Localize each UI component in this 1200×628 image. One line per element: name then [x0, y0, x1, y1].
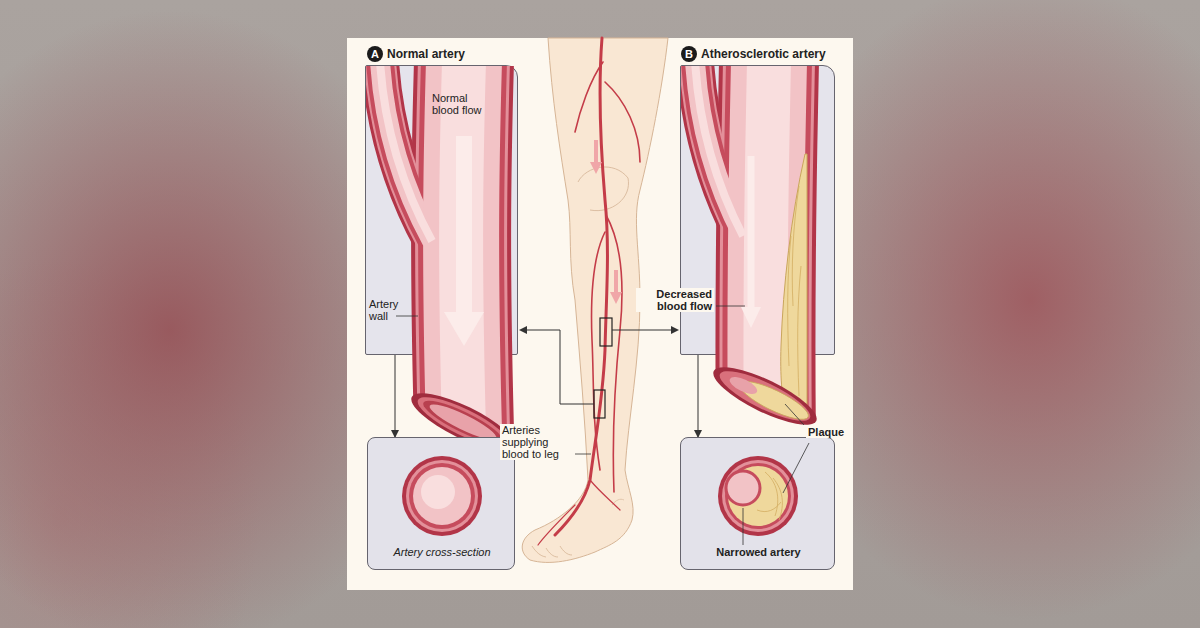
artery-layer	[695, 61, 743, 236]
illustration-part	[592, 232, 605, 470]
part-label: Plaque	[806, 426, 846, 438]
leader-line	[396, 316, 418, 317]
flow-arrow-head	[444, 312, 484, 346]
connector-arrow	[698, 355, 699, 437]
illustration-part	[402, 456, 482, 536]
panel-letter: A	[367, 46, 383, 62]
zoom-frame	[594, 390, 605, 418]
pointer-line	[612, 330, 673, 331]
artery-panel: Normal arteryNormal blood flowArtery wal…	[365, 65, 518, 355]
artery-end	[707, 357, 823, 436]
illustration-part	[605, 82, 640, 162]
illustration-part	[725, 463, 791, 529]
panel-title: Atherosclerotic artery	[701, 47, 826, 61]
zoom-frame	[600, 318, 612, 346]
leader-line	[716, 306, 745, 307]
part-label: Narrowed artery	[681, 546, 836, 558]
illustration-part	[695, 61, 807, 446]
illustration-part	[614, 270, 618, 294]
illustration-part	[575, 62, 603, 132]
flow-arrow-head	[741, 307, 761, 328]
illustration-part	[722, 460, 794, 532]
illustration-part	[590, 480, 620, 510]
pointer-head	[519, 326, 527, 334]
plaque-texture	[757, 472, 782, 520]
illustration-part	[606, 215, 622, 492]
caption-text: Artery cross-section	[368, 546, 516, 558]
pointer-head	[671, 326, 679, 334]
part-label: Arteries supplying blood to leg	[500, 424, 574, 460]
plaque-texture	[788, 186, 801, 396]
illustration-part	[726, 471, 760, 505]
pointer-line	[525, 330, 594, 404]
illustration-part	[555, 38, 607, 535]
plaque	[781, 154, 807, 426]
leader-line	[785, 404, 804, 425]
illustration-part	[707, 357, 823, 436]
badge-circle: B	[681, 46, 697, 62]
flow-arrow	[456, 136, 472, 316]
leader-line	[575, 454, 591, 455]
cross-section-box: Artery cross-section	[367, 437, 515, 570]
flow-label: Normal blood flow	[432, 92, 482, 116]
artery-layer	[380, 61, 432, 241]
leader-line	[783, 443, 809, 493]
artery-illustration	[681, 66, 836, 486]
panel-letter: B	[681, 46, 697, 62]
leader-line	[743, 508, 744, 545]
illustration-part	[538, 505, 575, 545]
illustration-part	[718, 456, 798, 536]
badge-circle: A	[367, 46, 383, 62]
toe-lines	[532, 546, 572, 557]
flow-label: Decreased blood flow	[636, 288, 714, 312]
illustration-part	[594, 140, 598, 164]
panel-title: Normal artery	[387, 47, 465, 61]
illustration-part	[406, 460, 478, 532]
illustration-part	[421, 475, 455, 509]
connector-arrow	[395, 355, 396, 437]
leg-arteries	[538, 38, 640, 545]
illustration-part	[413, 467, 471, 525]
illustration-part	[590, 162, 602, 174]
illustration-part	[714, 362, 815, 429]
flow-arrow	[590, 140, 622, 304]
artery-illustration	[366, 66, 519, 486]
illustration-part	[610, 292, 622, 304]
illustration-part	[409, 463, 475, 529]
part-label: Artery wall	[369, 298, 413, 322]
illustration-part	[727, 374, 759, 398]
flow-arrow	[748, 156, 755, 310]
cross-section-box: Narrowed artery	[680, 437, 835, 570]
